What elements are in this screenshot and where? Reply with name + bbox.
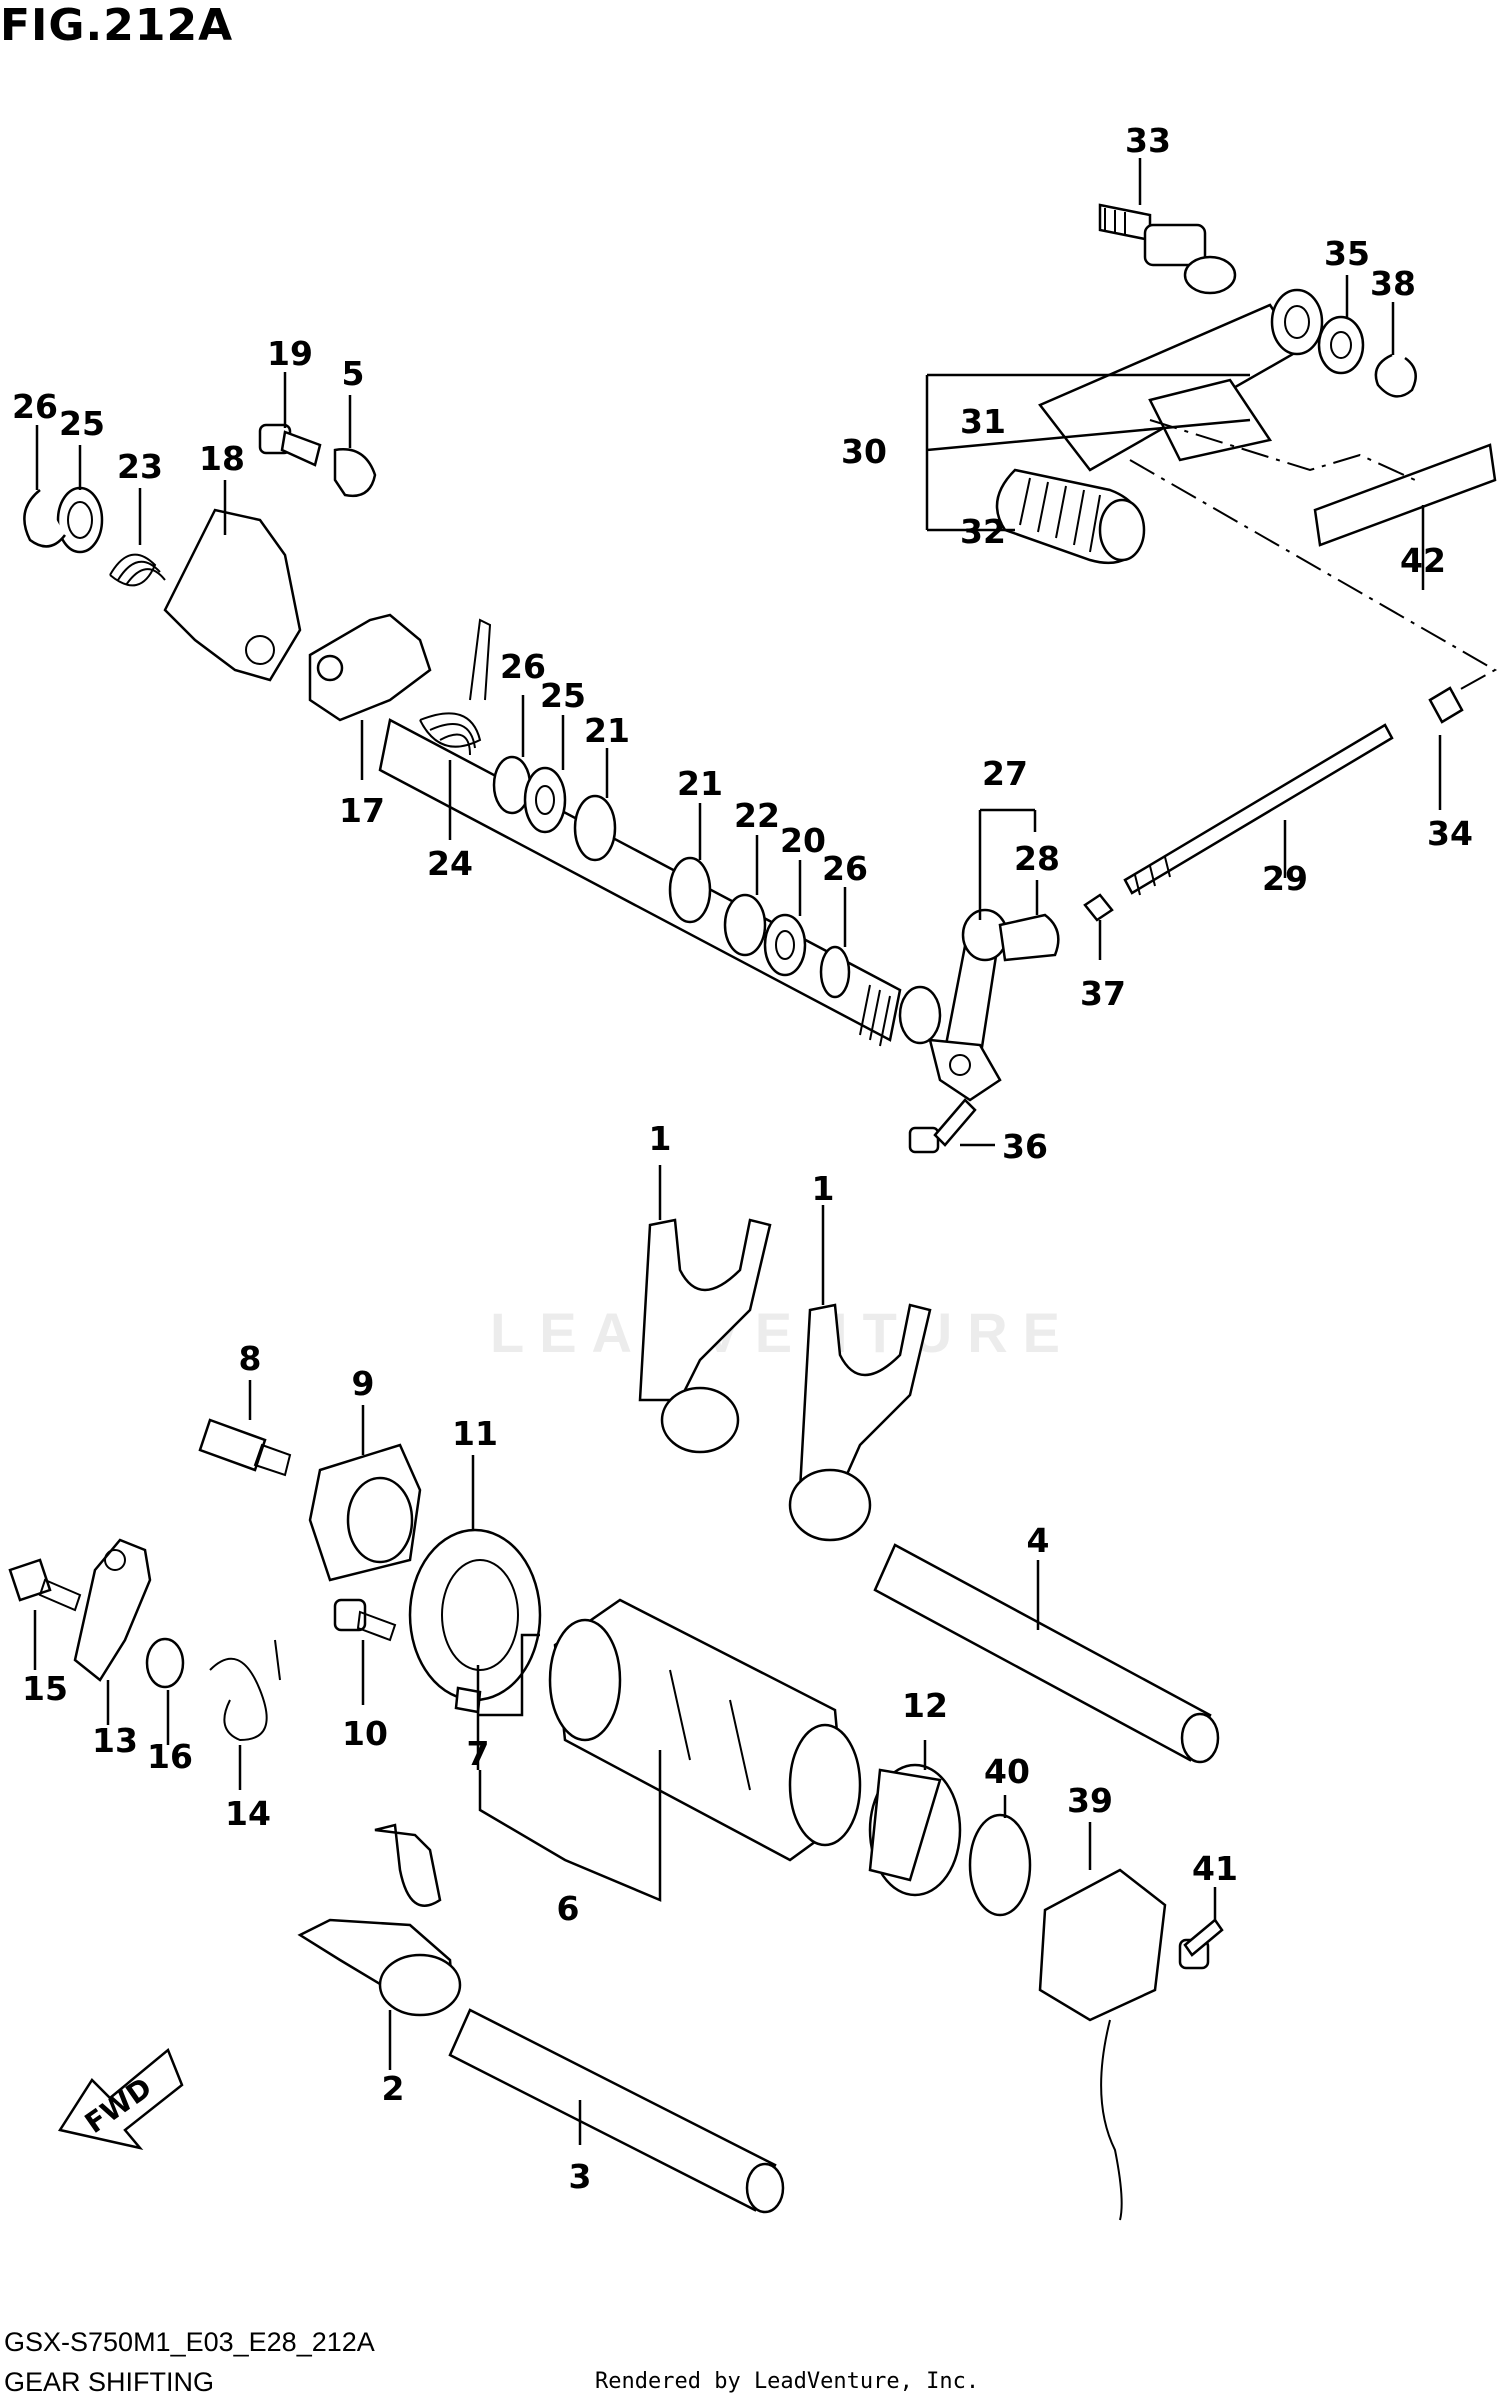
o-ring-40[interactable]: [968, 1813, 1032, 1917]
gearshift-cam-driven-gear-18[interactable]: [163, 508, 302, 682]
spring-24[interactable]: [419, 618, 492, 756]
callout-22: 22: [734, 796, 780, 835]
spring-pin-42[interactable]: [1313, 443, 1497, 547]
callout-18: 18: [199, 439, 245, 478]
bearing-11[interactable]: [408, 1528, 542, 1702]
bolt-15[interactable]: [8, 1558, 82, 1612]
callout-36: 36: [1002, 1127, 1048, 1166]
gear-position-switch-39[interactable]: [1038, 1868, 1167, 2221]
washer-25[interactable]: [56, 486, 104, 554]
nut-34[interactable]: [1428, 686, 1464, 724]
pin-8[interactable]: [198, 1418, 292, 1477]
pin-7[interactable]: [454, 1686, 482, 1714]
callout-1b: 1: [812, 1169, 835, 1208]
callout-30: 30: [841, 432, 887, 471]
callout-9: 9: [352, 1364, 375, 1403]
shift-link-27[interactable]: [928, 908, 1060, 1102]
callout-2: 2: [382, 2069, 405, 2108]
callout-5: 5: [342, 354, 365, 393]
callout-25a: 25: [59, 404, 105, 443]
stopper-arm-13[interactable]: [73, 1538, 152, 1682]
shift-fork-1a[interactable]: [638, 1218, 772, 1454]
watermark: LEADVENTURE: [490, 1301, 1076, 1364]
callout-27: 27: [982, 754, 1028, 793]
bearing-12[interactable]: [868, 1763, 962, 1897]
spring-23[interactable]: [109, 553, 166, 587]
callout-37: 37: [1080, 974, 1126, 1013]
callout-15: 15: [22, 1669, 68, 1708]
fork-shaft-3[interactable]: [448, 2008, 785, 2214]
figure-title: FIG.212A: [0, 0, 234, 51]
callout-40: 40: [984, 1752, 1030, 1791]
callout-25b: 25: [540, 676, 586, 715]
callout-31: 31: [960, 402, 1006, 441]
footpeg-rubber[interactable]: [995, 468, 1146, 565]
callout-11: 11: [452, 1414, 498, 1453]
callout-42: 42: [1400, 541, 1446, 580]
callout-7: 7: [467, 1734, 490, 1773]
bolt-10[interactable]: [333, 1598, 397, 1642]
nut-37[interactable]: [1083, 893, 1114, 922]
washer-35[interactable]: [1317, 315, 1365, 375]
callout-28: 28: [1014, 839, 1060, 878]
shift-fork-1b[interactable]: [788, 1303, 932, 1542]
washer-5[interactable]: [333, 448, 377, 498]
circlip-38[interactable]: [1374, 353, 1417, 398]
callout-14: 14: [225, 1794, 271, 1833]
callout-4: 4: [1027, 1521, 1050, 1560]
callout-17: 17: [339, 791, 385, 830]
callout-39: 39: [1067, 1781, 1113, 1820]
callout-10: 10: [342, 1714, 388, 1753]
bolt-19[interactable]: [258, 423, 322, 467]
washer-16[interactable]: [145, 1637, 185, 1689]
callout-32: 32: [960, 512, 1006, 551]
callout-12: 12: [902, 1686, 948, 1725]
callout-16: 16: [147, 1737, 193, 1776]
callout-3: 3: [569, 2157, 592, 2196]
section-name: GEAR SHIFTING: [4, 2367, 215, 2397]
callout-24: 24: [427, 844, 473, 883]
forward-arrow-icon: FWD: [57, 2047, 184, 2151]
bolt-41[interactable]: [1178, 1918, 1224, 1970]
circlip-26[interactable]: [23, 489, 66, 548]
callout-35: 35: [1324, 234, 1370, 273]
model-code: GSX-S750M1_E03_E28_212A: [4, 2327, 375, 2357]
fork-shaft-4[interactable]: [873, 1543, 1220, 1764]
callout-21a: 21: [584, 711, 630, 750]
callout-33: 33: [1125, 121, 1171, 160]
callout-6: 6: [557, 1889, 580, 1928]
shaft-washers-bushings[interactable]: [492, 755, 851, 999]
leader-lines: [33, 158, 1442, 2145]
callout-38: 38: [1370, 264, 1416, 303]
shift-arm-17[interactable]: [308, 613, 432, 722]
callout-8: 8: [239, 1339, 262, 1378]
spring-14[interactable]: [209, 1639, 281, 1742]
callout-41: 41: [1192, 1849, 1238, 1888]
bolt-36[interactable]: [908, 1098, 977, 1154]
gearshift-lever[interactable]: [1038, 288, 1324, 472]
gearshift-cam-6[interactable]: [548, 1598, 862, 1862]
shift-fork-2[interactable]: [297, 1823, 462, 2017]
pivot-bolt-33[interactable]: [1098, 203, 1237, 295]
callout-26b: 26: [500, 647, 546, 686]
callout-21b: 21: [677, 764, 723, 803]
rendered-by-credit: Rendered by LeadVenture, Inc.: [595, 2369, 980, 2394]
callout-1a: 1: [649, 1119, 672, 1158]
callout-labels: 33 35 38 42 30 31 32 19 5 26 25 23 18 17…: [12, 121, 1473, 2196]
callout-20: 20: [780, 821, 826, 860]
callout-19: 19: [267, 334, 313, 373]
callout-23: 23: [117, 447, 163, 486]
callout-34: 34: [1427, 814, 1473, 853]
gearshift-cam-stopper-plate-9[interactable]: [308, 1443, 422, 1582]
callout-13: 13: [92, 1721, 138, 1760]
shift-rod-29[interactable]: [1123, 723, 1394, 896]
callout-26a: 26: [12, 387, 58, 426]
callout-29: 29: [1262, 859, 1308, 898]
callout-26c: 26: [822, 849, 868, 888]
